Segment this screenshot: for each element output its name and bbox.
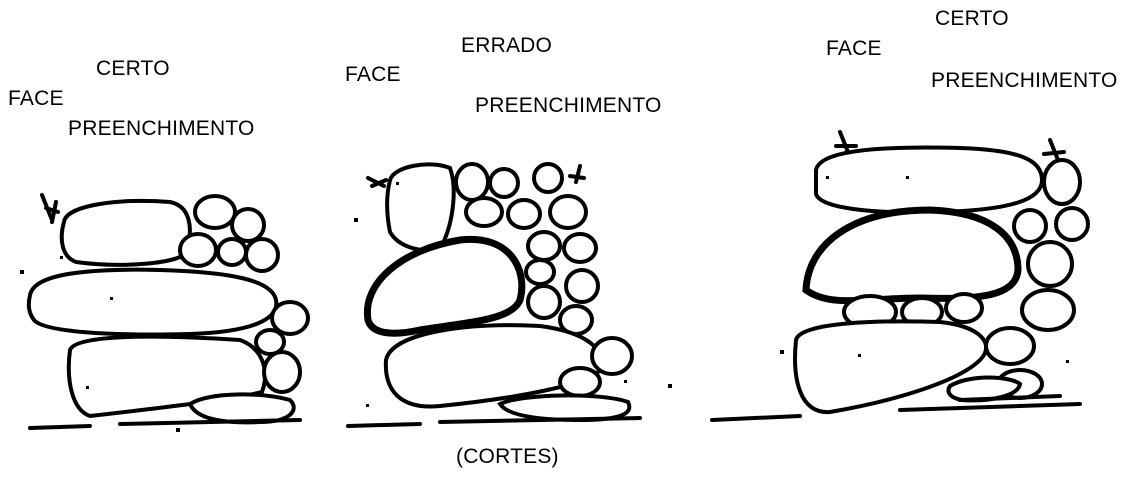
fill-stone-1a xyxy=(195,196,235,228)
speck xyxy=(624,380,627,383)
fill-stone-2k xyxy=(528,286,560,318)
fill-stone-3h xyxy=(1022,290,1074,330)
speck xyxy=(60,256,63,259)
fill-stone-3b xyxy=(1014,210,1046,242)
speck xyxy=(780,350,784,354)
fill-stone-3g xyxy=(946,294,982,322)
stone-3-middle xyxy=(806,210,1018,301)
fill-stone-1i xyxy=(190,394,294,422)
fill-stone-2f xyxy=(550,196,586,228)
speck xyxy=(354,218,358,222)
speck xyxy=(906,176,909,179)
speck xyxy=(668,384,672,388)
stone-2-top-left xyxy=(387,164,454,250)
speck xyxy=(110,297,113,300)
face-arrow-1 xyxy=(42,195,58,222)
speck xyxy=(396,182,399,185)
fill-stone-3i xyxy=(986,328,1034,364)
wall-section-1 xyxy=(20,195,308,432)
fill-stone-1f xyxy=(272,302,308,334)
fill-stone-2m xyxy=(592,338,632,374)
ground-line-2 xyxy=(348,418,640,426)
wall-section-3 xyxy=(712,132,1088,420)
fill-stone-2h xyxy=(564,234,596,262)
fill-stone-2d xyxy=(466,198,502,226)
fill-stone-2i xyxy=(526,260,554,284)
fill-stone-2c xyxy=(534,164,562,192)
fill-stone-3d xyxy=(1028,242,1072,286)
stone-1-top xyxy=(62,201,190,265)
fill-stone-2o xyxy=(500,395,629,420)
speck xyxy=(86,386,89,389)
fill-stone-3a xyxy=(1044,160,1080,204)
fill-stone-2j xyxy=(566,270,598,302)
fill-stone-2a xyxy=(456,164,488,200)
fill-stone-1e xyxy=(246,239,278,271)
speck xyxy=(20,270,24,274)
speck xyxy=(1066,360,1069,363)
fill-stone-2b xyxy=(490,169,518,197)
fill-stone-2g xyxy=(528,232,560,260)
fill-stone-1b xyxy=(232,209,264,241)
wall-section-2 xyxy=(348,164,672,426)
fill-stone-1c xyxy=(180,234,216,266)
speck xyxy=(366,404,369,407)
speck xyxy=(176,428,180,432)
stone-1-middle xyxy=(29,270,277,335)
stone-2-tilted xyxy=(367,239,521,333)
stone-3-top xyxy=(816,148,1042,213)
speck xyxy=(826,176,829,179)
fill-stone-1d xyxy=(218,239,246,265)
fill-stone-2n xyxy=(560,368,600,396)
fill-stone-3c xyxy=(1056,208,1088,240)
speck xyxy=(858,354,861,357)
fill-stone-2e xyxy=(508,200,540,228)
fill-stone-1h xyxy=(264,352,300,392)
